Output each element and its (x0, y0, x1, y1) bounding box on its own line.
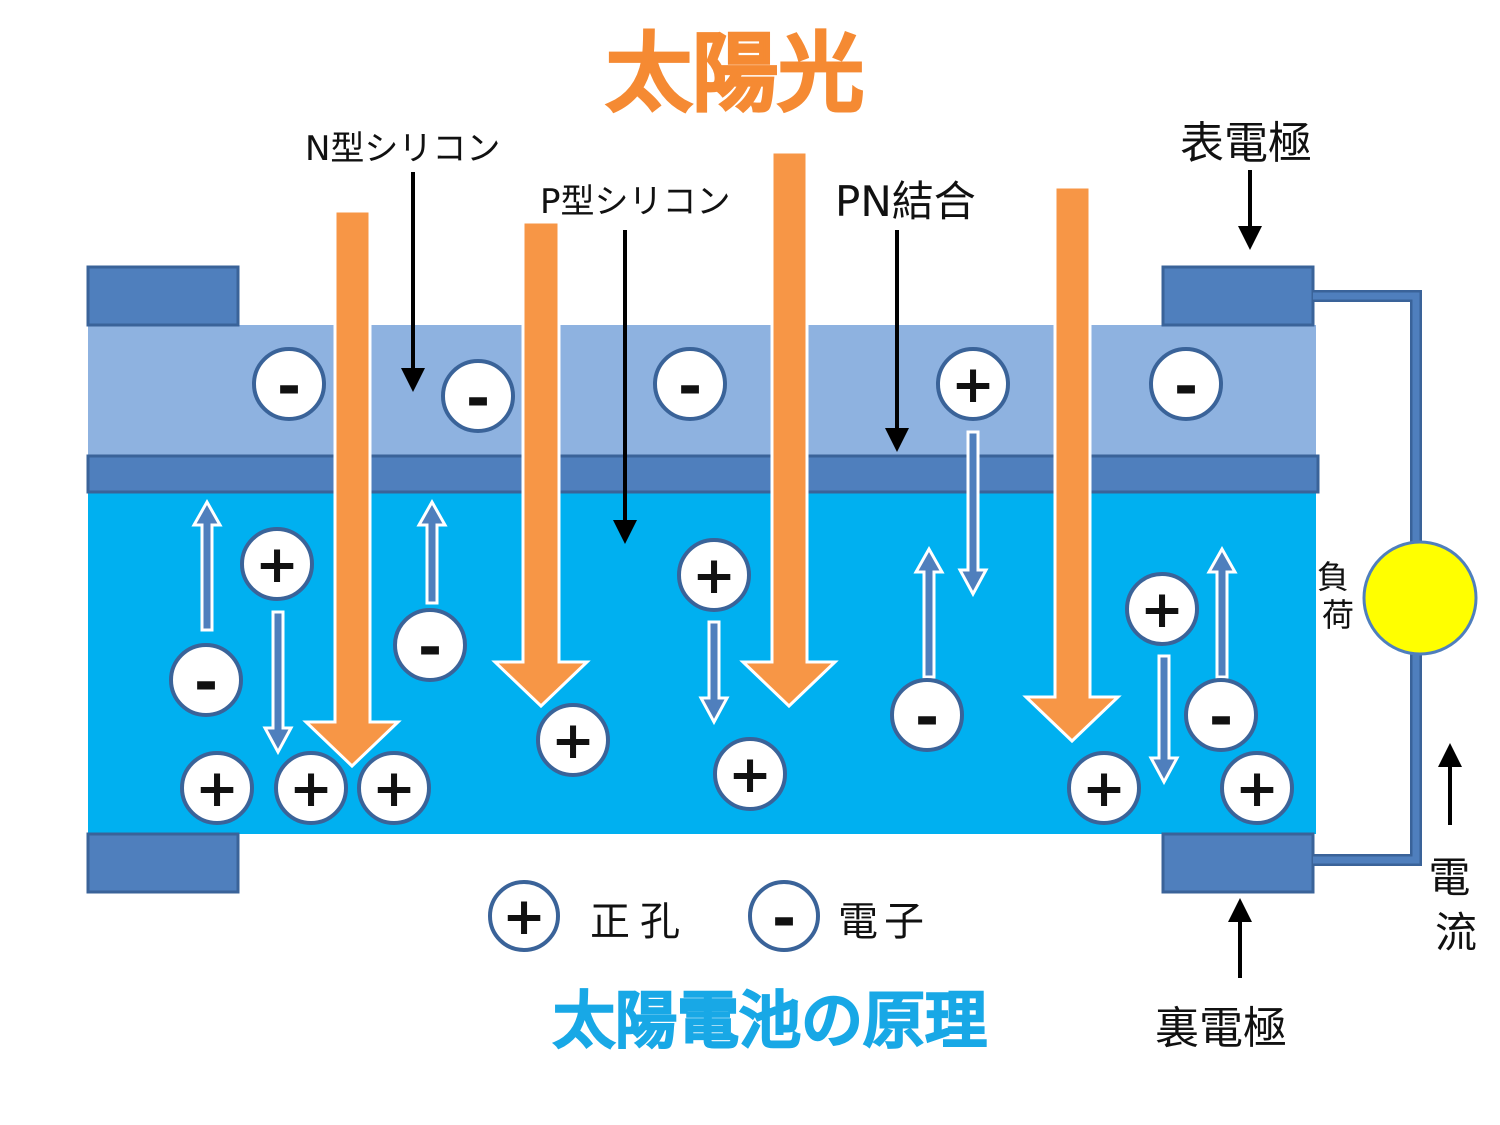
svg-text:+: + (1235, 759, 1279, 819)
electron: - (653, 347, 727, 421)
hole: + (274, 751, 348, 825)
hole: + (936, 347, 1010, 421)
current-label-char-1: 電 (1428, 853, 1470, 902)
back-electrode-left (86, 832, 240, 894)
svg-text:+: + (728, 745, 772, 805)
holes: + + + + + + + + + + + (180, 347, 1294, 825)
hole: + (536, 703, 610, 777)
principle-title: 太陽電池の原理 (553, 984, 987, 1057)
back-electrode-label: 裏電極 (1155, 1003, 1287, 1054)
legend-electron-label: 電子 (838, 899, 930, 945)
svg-text:+: + (1140, 580, 1184, 640)
pointer-arrows (401, 170, 1462, 978)
legend-electron-icon (748, 880, 820, 952)
svg-text:-: - (194, 648, 218, 716)
legend-electron: - 電子 (748, 880, 930, 952)
svg-text:-: - (277, 352, 301, 420)
svg-text:-: - (1174, 352, 1198, 420)
svg-text:-: - (466, 364, 490, 432)
sunlight-arrow-2 (491, 220, 591, 709)
front-electrode-left (86, 265, 240, 327)
hole: + (240, 527, 314, 601)
legend-hole-icon (488, 880, 560, 952)
electrons: - - - - - - - - (169, 347, 1258, 752)
load-bulb (1362, 540, 1478, 656)
hole: + (1125, 572, 1199, 646)
svg-text:+: + (289, 759, 333, 819)
svg-text:+: + (372, 759, 416, 819)
p-silicon-label: P型シリコン (540, 182, 731, 222)
svg-text:+: + (951, 355, 995, 415)
sunlight-arrow-4 (1022, 185, 1122, 744)
n-silicon-label: N型シリコン (305, 129, 500, 169)
svg-text:+: + (551, 711, 595, 771)
pn-junction-label: PN結合 (835, 177, 976, 226)
pn-junction-bar (86, 454, 1320, 494)
hole: + (713, 737, 787, 811)
load-label: 負 荷 (1317, 558, 1359, 634)
sunlight-arrow-1 (302, 209, 402, 769)
electron: - (441, 359, 515, 433)
electron: - (1184, 678, 1258, 752)
svg-text:+: + (1082, 759, 1126, 819)
sunlight-title: 太陽光 (606, 24, 864, 124)
carrier-arrow-down (698, 620, 730, 726)
load-label-char-2: 荷 (1322, 596, 1354, 634)
svg-text:-: - (418, 613, 442, 681)
hole: + (677, 538, 751, 612)
electron: - (1149, 347, 1223, 421)
hole: + (1220, 751, 1294, 825)
legend: + 正孔 - 電子 (488, 880, 930, 952)
electron: - (393, 608, 467, 682)
carrier-arrow-down (262, 610, 294, 756)
back-electrode-right (1161, 832, 1315, 894)
carrier-arrow-down (1148, 654, 1180, 786)
current-label-char-2: 流 (1435, 908, 1477, 957)
carrier-arrow-up (416, 498, 448, 605)
carrier-arrow-up (913, 545, 945, 679)
hole: + (357, 751, 431, 825)
hole: + (1067, 751, 1141, 825)
electron: - (890, 678, 964, 752)
front-electrode-right (1161, 265, 1315, 327)
load-label-char-1: 負 (1317, 558, 1349, 596)
legend-hole-label: 正孔 (590, 899, 690, 945)
svg-text:-: - (915, 683, 939, 751)
carrier-arrow-down (957, 430, 989, 598)
svg-text:+: + (255, 535, 299, 595)
front-electrode-label: 表電極 (1180, 118, 1312, 169)
legend-hole: + 正孔 (488, 880, 690, 952)
carrier-arrows (191, 430, 1238, 786)
svg-text:+: + (502, 887, 546, 947)
svg-text:-: - (772, 884, 796, 952)
svg-text:-: - (1209, 683, 1233, 751)
carrier-arrow-up (191, 498, 223, 632)
electron: - (169, 643, 243, 717)
sunlight-arrows (302, 150, 1122, 769)
sunlight-arrow-3 (739, 150, 839, 709)
electron: - (252, 347, 326, 421)
hole: + (180, 751, 254, 825)
current-label: 電 流 (1428, 853, 1483, 957)
svg-text:-: - (678, 352, 702, 420)
carrier-arrow-up (1206, 545, 1238, 679)
svg-text:+: + (692, 546, 736, 606)
svg-text:+: + (195, 759, 239, 819)
